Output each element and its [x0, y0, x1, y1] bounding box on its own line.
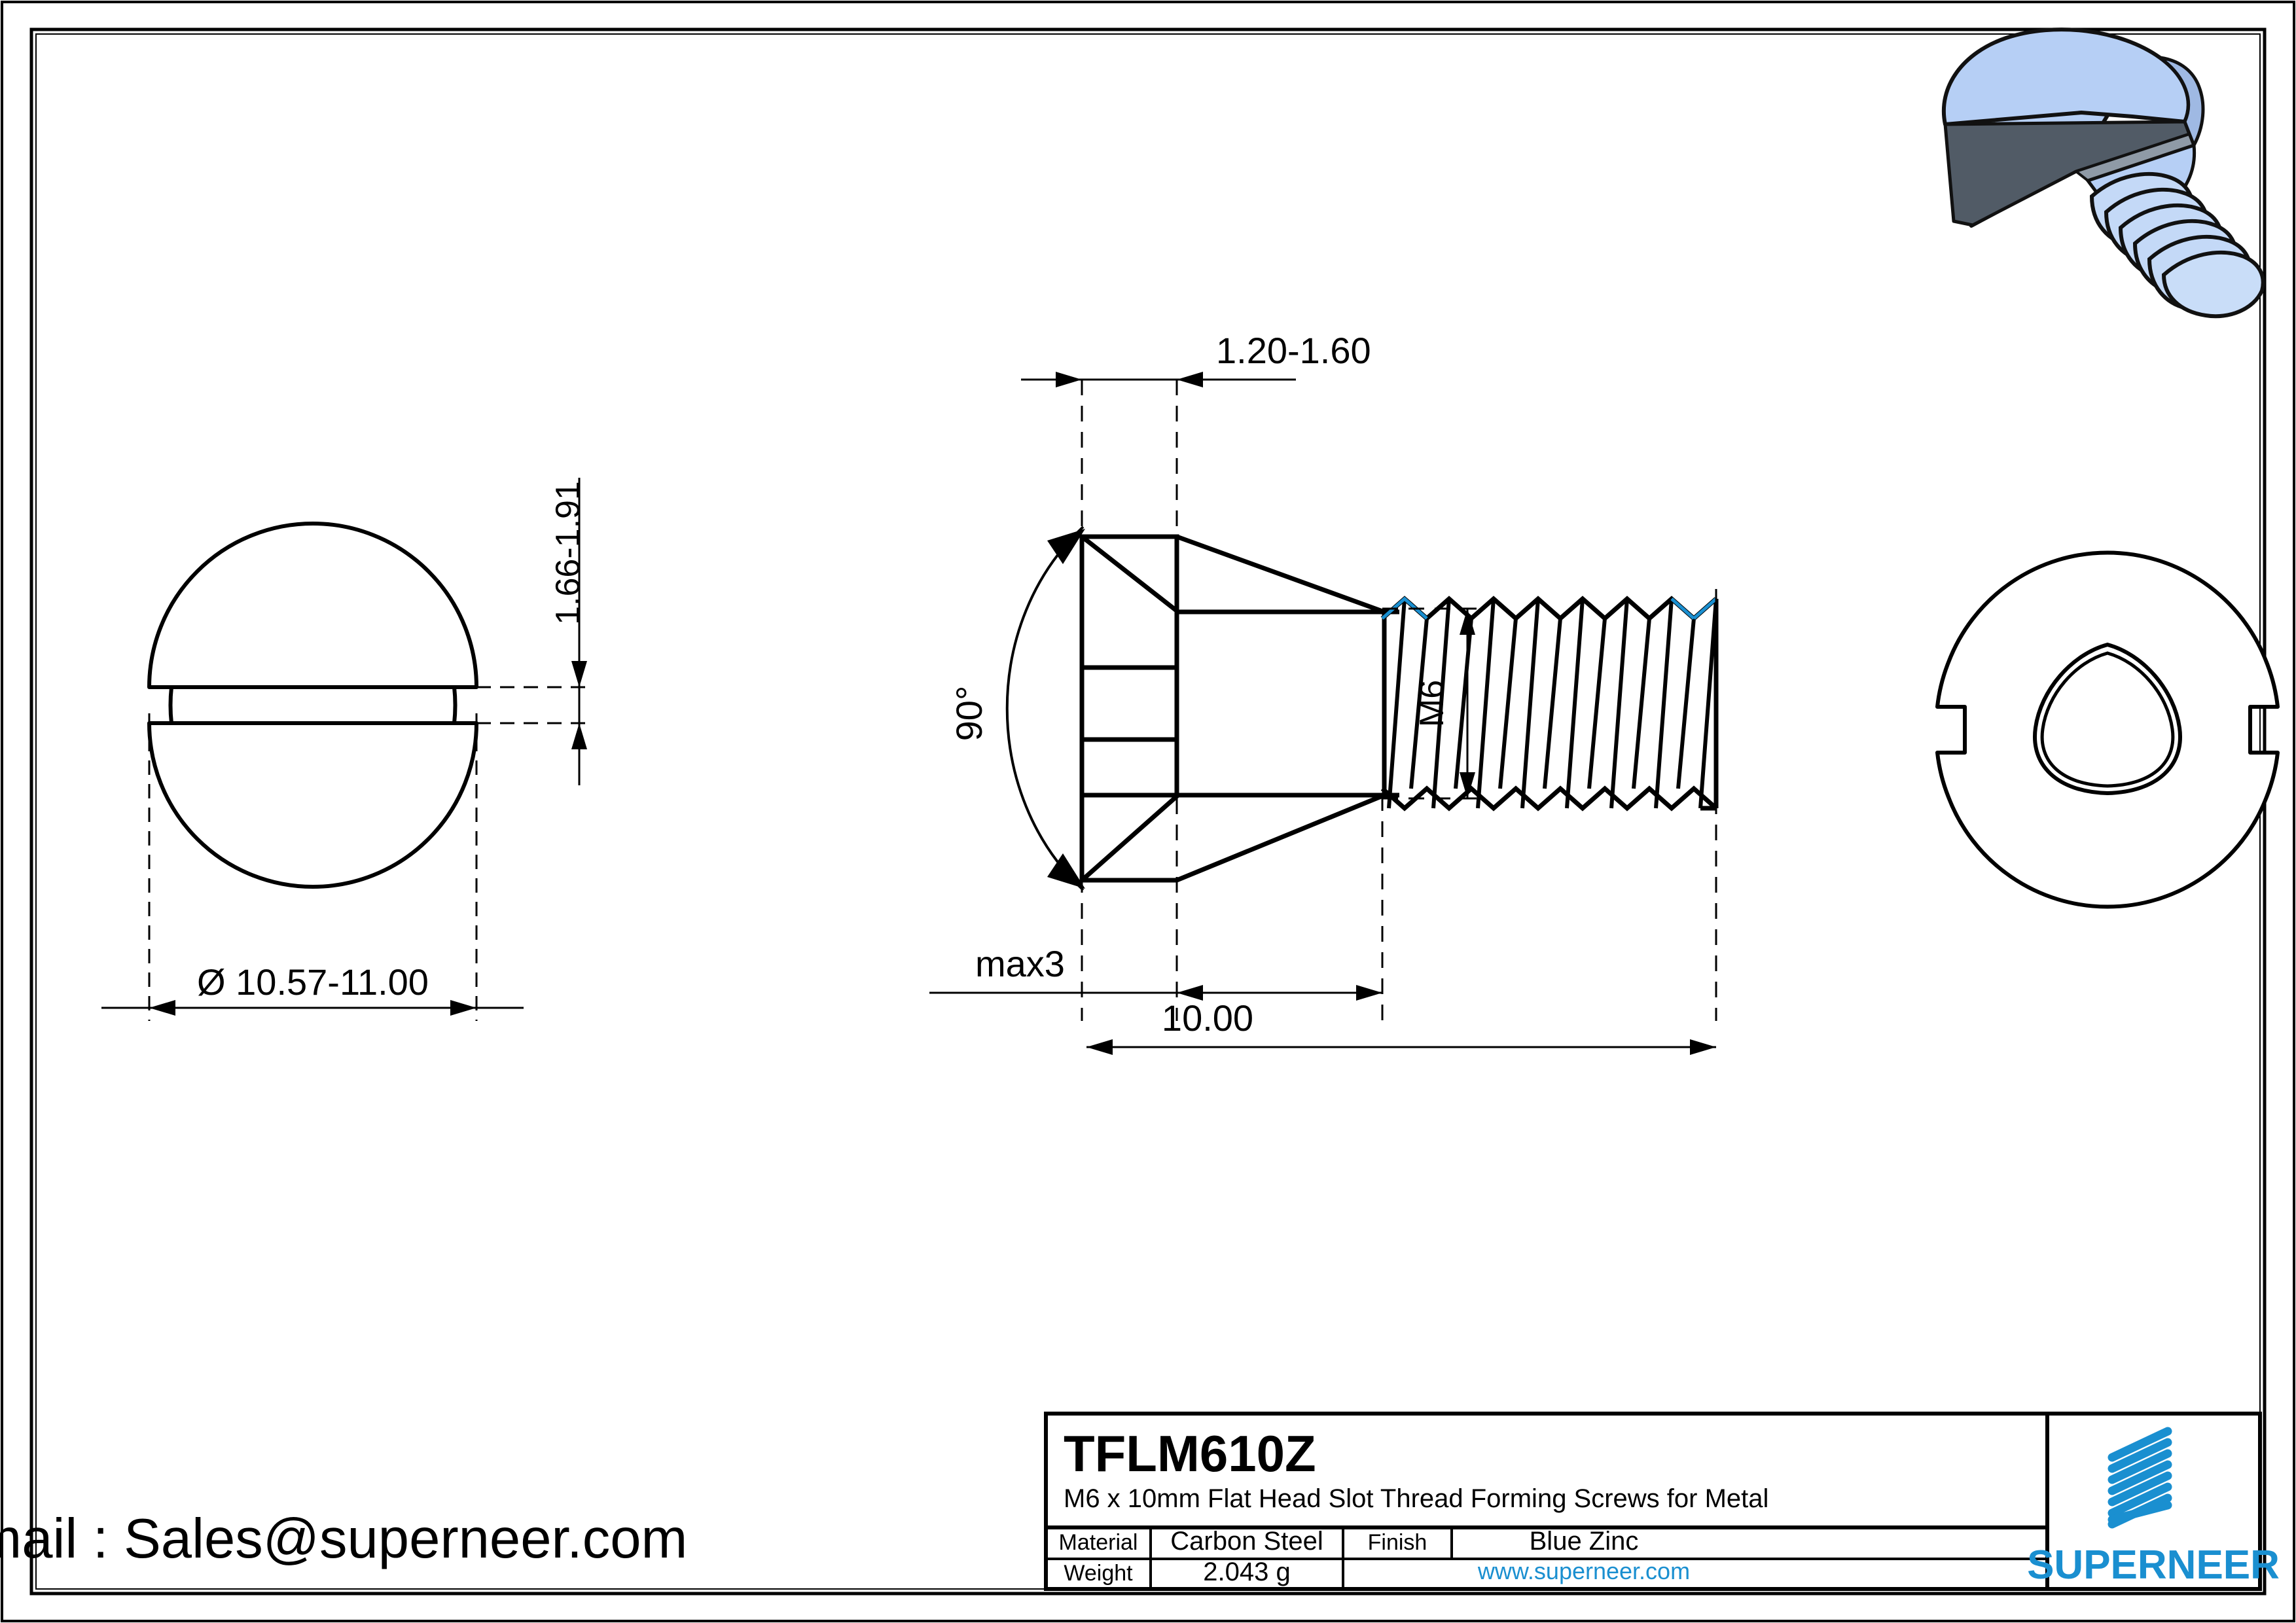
email-label: Email : Sales@superneer.com — [0, 1508, 687, 1570]
screw-bottom-view — [1935, 550, 2280, 909]
screw-side-section-view: 1.20-1.60 90° M6 max3 10.00 — [929, 330, 1719, 1055]
screw-3d-render — [1941, 27, 2265, 319]
thread-chamfer-markers — [1381, 596, 1717, 620]
dim-slot-depth: 1.20-1.60 — [1216, 330, 1371, 371]
dim-screw-length: 10.00 — [1162, 997, 1253, 1039]
finish-label: Finish — [1368, 1530, 1427, 1555]
material-value: Carbon Steel — [1170, 1527, 1323, 1556]
weight-value: 2.043 g — [1203, 1558, 1290, 1586]
dim-thread-diameter: M6 — [1413, 680, 1451, 727]
dim-head-angle: 90° — [948, 686, 990, 741]
dim-head-diameter: Ø 10.57-11.00 — [197, 961, 429, 1003]
weight-label: Weight — [1064, 1561, 1133, 1586]
superneer-logo-icon — [2108, 1427, 2172, 1529]
material-label: Material — [1059, 1530, 1138, 1555]
brand-wordmark: SUPERNEER — [2027, 1543, 2280, 1588]
dim-slot-width: 1.66-1.91 — [549, 481, 587, 625]
finish-value: Blue Zinc — [1530, 1527, 1639, 1556]
dim-point-length: max3 — [975, 943, 1065, 984]
head-top-view: 1.66-1.91 Ø 10.57-11.00 — [101, 478, 592, 1021]
title-block: TFLM610Z M6 x 10mm Flat Head Slot Thread… — [1044, 1412, 2280, 1591]
website-link[interactable]: www.superneer.com — [1477, 1558, 1690, 1584]
part-description: M6 x 10mm Flat Head Slot Thread Forming … — [1064, 1484, 1768, 1513]
part-number: TFLM610Z — [1064, 1425, 1316, 1482]
